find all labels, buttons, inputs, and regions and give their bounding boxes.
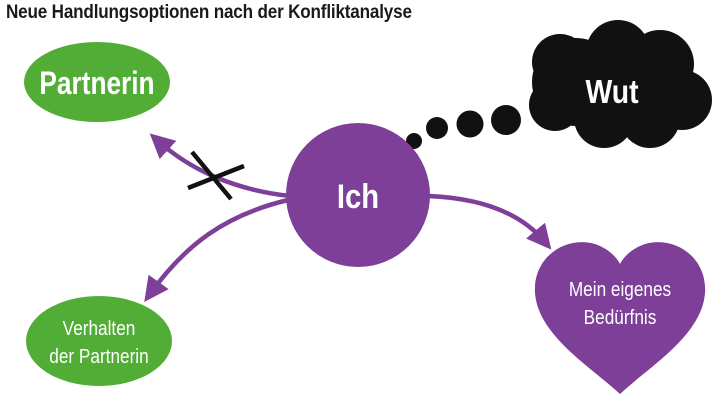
verhalten-label-line1: Verhalten (63, 317, 136, 340)
verhalten-node: Verhalten der Partnerin (26, 296, 172, 386)
arrow-to-beduerfnis (427, 193, 552, 250)
beduerfnis-label-line2: Bedürfnis (584, 306, 657, 329)
blocked-cross-icon (187, 150, 245, 201)
heart-icon (534, 242, 706, 394)
thought-dot (491, 105, 521, 135)
arrow-to-verhalten (144, 197, 289, 303)
wut-label: Wut (585, 73, 638, 111)
wut-cloud: Wut (529, 20, 712, 148)
beduerfnis-heart: Mein eigenes Bedürfnis (534, 242, 706, 394)
partnerin-label: Partnerin (39, 67, 154, 102)
diagram-title: Neue Handlungsoptionen nach der Konflikt… (6, 2, 412, 23)
thought-dot (406, 133, 422, 149)
thought-dots (406, 105, 521, 149)
thought-dot (426, 117, 448, 139)
verhalten-label-line2: der Partnerin (49, 345, 148, 368)
thought-dot (456, 110, 484, 138)
ich-label: Ich (337, 177, 379, 216)
partnerin-node: Partnerin (24, 42, 170, 122)
beduerfnis-label-line1: Mein eigenes (569, 278, 671, 301)
ich-node: Ich (286, 123, 430, 267)
